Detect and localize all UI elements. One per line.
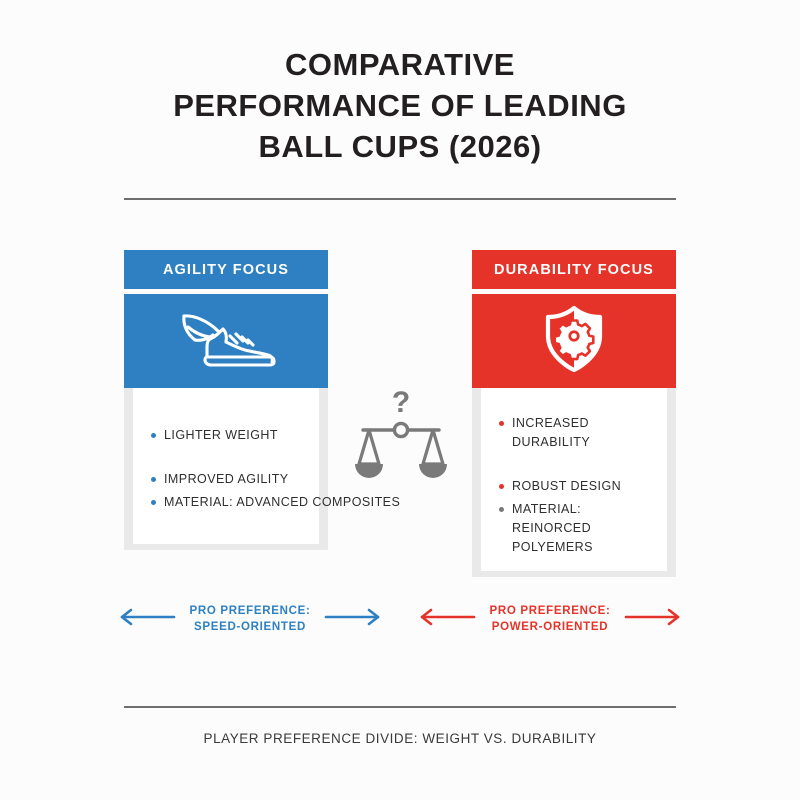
bullet-dot-icon xyxy=(151,477,156,482)
column-header-label: DURABILITY FOCUS xyxy=(494,261,654,278)
column-agility: AGILITY FOCUS xyxy=(124,250,400,550)
column-durability: DURABILITY FOCUS INCREASED xyxy=(472,250,676,577)
page-title: COMPARATIVE PERFORMANCE OF LEADING BALL … xyxy=(100,44,700,167)
winged-shoe-icon xyxy=(174,307,278,376)
bullet-label: LIGHTER WEIGHT xyxy=(164,428,278,442)
column-card-agility: LIGHTER WEIGHT IMPROVED AGILITY MATERIAL… xyxy=(133,388,400,544)
bullet-label: INCREASED DURABILITY xyxy=(512,416,591,449)
list-item: LIGHTER WEIGHT xyxy=(133,426,319,445)
preference-line-1: PRO PREFERENCE: xyxy=(189,605,311,617)
bullet-dot-icon xyxy=(151,500,156,505)
preference-line-2: POWER-ORIENTED xyxy=(491,621,609,633)
column-header-durability: DURABILITY FOCUS xyxy=(472,250,676,289)
divider-top xyxy=(124,198,676,200)
list-item: INCREASED DURABILITY xyxy=(481,414,667,452)
column-header-agility: AGILITY FOCUS xyxy=(124,250,328,289)
column-icon-panel-durability xyxy=(472,294,676,388)
list-item: ROBUST DESIGN xyxy=(481,477,667,496)
preference-line-1: PRO PREFERENCE: xyxy=(489,605,611,617)
divider-bottom xyxy=(124,706,676,708)
bullet-label: IMPROVED AGILITY xyxy=(164,472,289,486)
preference-line-2: SPEED-ORIENTED xyxy=(193,621,307,633)
column-body-durability: INCREASED DURABILITY ROBUST DESIGN MATER… xyxy=(472,388,676,577)
shield-gear-icon xyxy=(543,304,605,379)
question-mark-glyph: ? xyxy=(392,386,410,419)
arrow-right-icon xyxy=(624,608,682,631)
preference-row-power: PRO PREFERENCE: POWER-ORIENTED xyxy=(418,603,682,635)
bullet-list-durability: INCREASED DURABILITY ROBUST DESIGN MATER… xyxy=(481,414,667,557)
list-item: MATERIAL: ADVANCED COMPOSITES xyxy=(133,493,400,512)
bullet-dot-icon xyxy=(151,433,156,438)
balance-scale-icon: ? xyxy=(355,386,447,486)
title-line-1: COMPARATIVE xyxy=(285,47,515,82)
bullet-dot-icon xyxy=(499,421,504,426)
footer-caption: PLAYER PREFERENCE DIVIDE: WEIGHT VS. DUR… xyxy=(203,731,597,746)
list-item: IMPROVED AGILITY xyxy=(133,470,319,489)
arrow-left-icon xyxy=(118,608,176,631)
bullet-label: ROBUST DESIGN xyxy=(512,479,622,493)
arrow-left-icon xyxy=(418,608,476,631)
bullet-dot-icon xyxy=(499,507,504,512)
column-body-agility: LIGHTER WEIGHT IMPROVED AGILITY MATERIAL… xyxy=(124,388,400,550)
column-header-label: AGILITY FOCUS xyxy=(162,261,289,278)
column-icon-panel-agility xyxy=(124,294,328,388)
title-line-3: BALL CUPS (2026) xyxy=(258,129,542,164)
column-card-durability: INCREASED DURABILITY ROBUST DESIGN MATER… xyxy=(481,388,667,571)
bullet-dot-icon xyxy=(499,484,504,489)
preference-row-speed: PRO PREFERENCE: SPEED-ORIENTED xyxy=(118,603,382,635)
list-item: MATERIAL: REINORCED POLYEMERS xyxy=(481,500,667,557)
arrow-right-icon xyxy=(324,608,382,631)
bullet-label: MATERIAL: REINORCED POLYEMERS xyxy=(512,502,593,554)
bullet-label: MATERIAL: ADVANCED COMPOSITES xyxy=(164,495,401,509)
title-line-2: PERFORMANCE OF LEADING xyxy=(173,88,627,123)
preference-label-power: PRO PREFERENCE: POWER-ORIENTED xyxy=(483,603,616,635)
bullet-list-agility: LIGHTER WEIGHT IMPROVED AGILITY MATERIAL… xyxy=(133,426,400,512)
preference-label-speed: PRO PREFERENCE: SPEED-ORIENTED xyxy=(183,603,316,635)
